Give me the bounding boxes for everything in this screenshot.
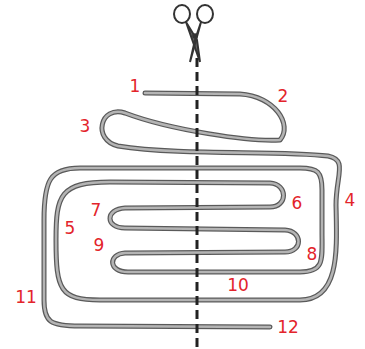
callout-number: 7 — [91, 202, 102, 219]
cut-line — [196, 58, 199, 349]
callout-number: 8 — [307, 246, 318, 263]
callout-number: 12 — [277, 319, 299, 336]
callout-number: 10 — [227, 277, 249, 294]
callout-number: 9 — [94, 237, 105, 254]
callout-number: 4 — [345, 192, 356, 209]
callout-number: 2 — [278, 88, 289, 105]
callout-number: 5 — [65, 220, 76, 237]
callout-number: 3 — [80, 118, 91, 135]
callout-number: 1 — [130, 78, 141, 95]
string — [44, 93, 340, 327]
callout-number: 6 — [292, 195, 303, 212]
scissors-icon — [174, 5, 213, 62]
callout-number: 11 — [15, 289, 37, 306]
